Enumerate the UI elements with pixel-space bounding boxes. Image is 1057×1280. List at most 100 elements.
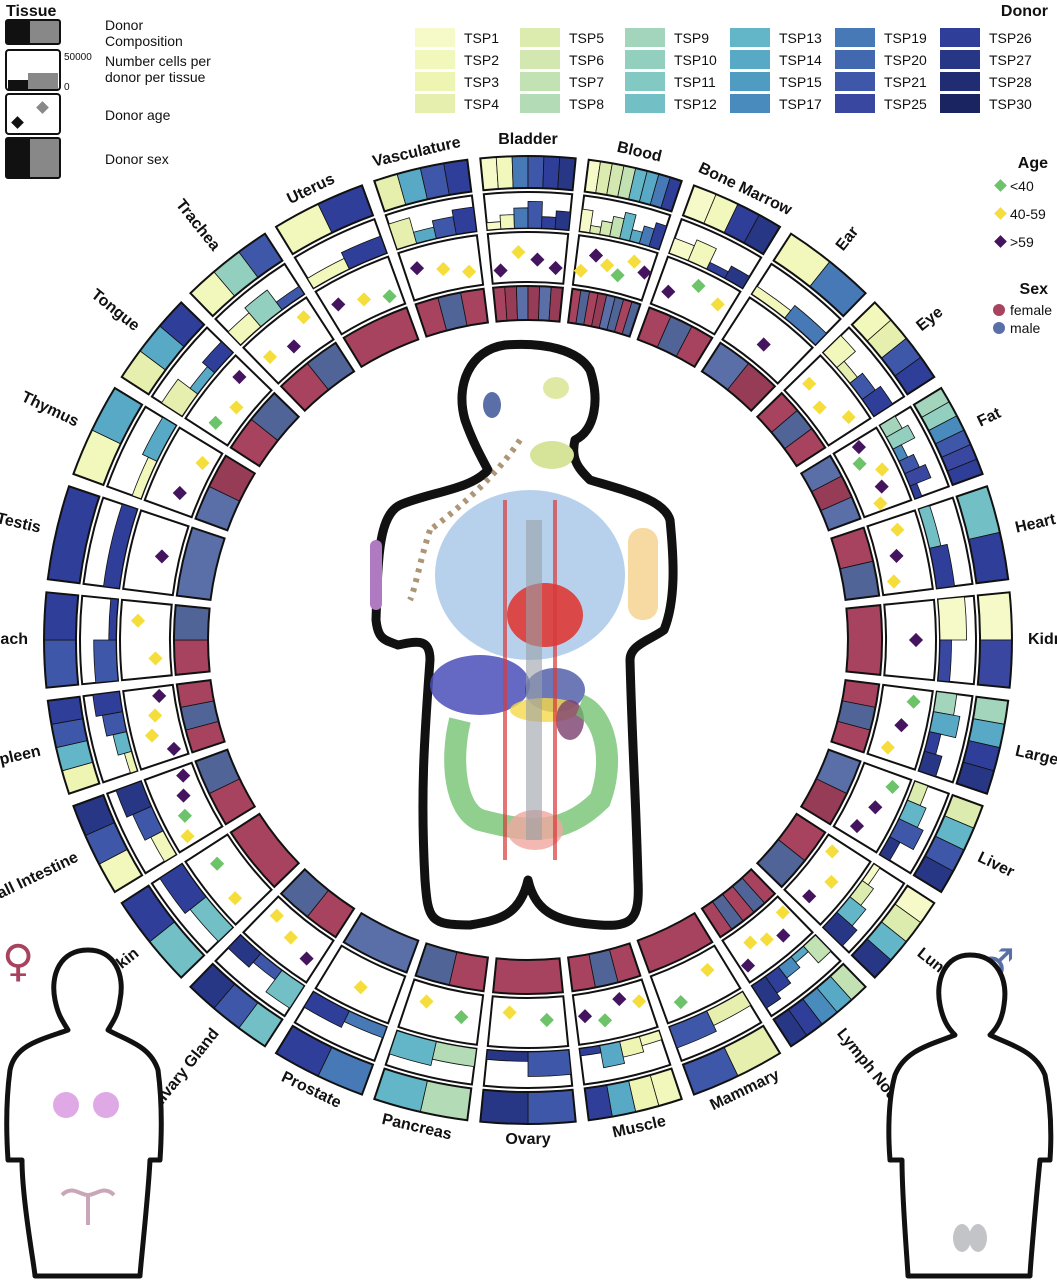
female-mammary-right <box>93 1092 119 1118</box>
age-marker <box>166 741 181 756</box>
age-marker <box>130 613 146 628</box>
age-frame <box>721 296 815 385</box>
age-marker <box>208 415 223 430</box>
donor-label-tsp27: TSP27 <box>989 52 1032 68</box>
tissue-stomach: Stomach <box>0 591 211 689</box>
composition-segment <box>542 155 561 190</box>
sex-frame <box>636 911 714 974</box>
tissue-bone-marrow: Bone Marrow <box>636 160 795 369</box>
composition-frame <box>479 155 577 192</box>
age-marker <box>812 400 827 415</box>
age-marker <box>873 496 888 511</box>
age-label-0: <40 <box>1010 178 1034 194</box>
age-marker <box>530 252 545 267</box>
donor-label-tsp5: TSP5 <box>569 30 604 46</box>
composition-frame <box>681 184 782 256</box>
age-marker <box>756 337 771 352</box>
donor-label-tsp30: TSP30 <box>989 96 1032 112</box>
donor-label-tsp1: TSP1 <box>464 30 499 46</box>
sex-frame <box>492 957 564 995</box>
female-outline <box>4 947 164 1279</box>
composition-frame <box>72 793 144 894</box>
tissue-label: Fat <box>975 404 1005 430</box>
age-frame <box>486 995 570 1049</box>
age-marker <box>851 440 866 455</box>
cell-count-bar <box>103 503 138 589</box>
sex-frame <box>566 287 642 338</box>
age-marker <box>269 908 284 923</box>
sex-segment <box>845 604 883 676</box>
tissue-skin: Skin <box>105 812 301 979</box>
donor-label-tsp20: TSP20 <box>884 52 927 68</box>
legend-cell-count-line2: donor per tissue <box>105 69 206 85</box>
tissue-label: Liver <box>975 849 1017 881</box>
age-marker-1 <box>994 207 1007 220</box>
donor-swatch-tsp26 <box>940 28 980 47</box>
donor-swatch-tsp28 <box>940 72 980 91</box>
age-marker <box>875 462 890 477</box>
sex-label-male: male <box>1010 320 1041 336</box>
sex-frame <box>229 812 301 889</box>
legend-scale-min: 0 <box>64 82 70 93</box>
sex-frame <box>845 604 883 676</box>
age-marker <box>148 651 163 666</box>
age-marker <box>356 292 372 307</box>
cell-count-bar <box>340 235 388 270</box>
donor-swatch-tsp30 <box>940 94 980 113</box>
sex-frame <box>700 867 777 939</box>
legend-composition-swatch <box>5 19 61 45</box>
cell-count-bar <box>861 385 894 417</box>
composition-frame <box>274 1024 375 1096</box>
age-marker <box>331 297 346 312</box>
donor-swatch-tsp5 <box>520 28 560 47</box>
sex-frame <box>799 454 862 532</box>
cell-count-bar <box>579 1045 602 1057</box>
donor-label-tsp2: TSP2 <box>464 52 499 68</box>
tissue-label: Heart <box>1014 511 1057 537</box>
age-marker <box>229 400 244 415</box>
donor-label-tsp12: TSP12 <box>674 96 717 112</box>
age-marker <box>462 264 477 279</box>
arm-muscle <box>628 528 658 620</box>
age-marker <box>511 245 526 260</box>
sex-frame <box>830 526 881 602</box>
female-symbol: ♀ <box>2 936 34 987</box>
donor-swatch-tsp13 <box>730 28 770 47</box>
donor-swatch-tsp19 <box>835 28 875 47</box>
donor-label-tsp25: TSP25 <box>884 96 927 112</box>
cell-count-bar <box>541 216 557 230</box>
composition-frame <box>976 591 1013 689</box>
cell-count-bar <box>388 1030 437 1066</box>
tissue-label: Muscle <box>611 1113 668 1142</box>
donor-swatch-tsp7 <box>520 72 560 91</box>
age-marker <box>502 1005 517 1020</box>
donor-swatch-tsp1 <box>415 28 455 47</box>
age-marker <box>802 889 817 904</box>
age-marker <box>144 728 160 743</box>
age-marker <box>906 694 921 709</box>
age-marker <box>436 261 451 277</box>
cell-count-bar <box>141 416 177 462</box>
composition-segment <box>527 1089 577 1125</box>
cell-count-bar <box>724 265 751 289</box>
sex-frame <box>342 911 420 974</box>
tissue-prostate: Prostate <box>274 911 420 1112</box>
sex-frame <box>175 678 226 754</box>
tissue-label: Ovary <box>505 1131 550 1148</box>
age-marker <box>548 260 563 276</box>
age-marker <box>610 268 625 283</box>
donor-label-tsp10: TSP10 <box>674 52 717 68</box>
legend-sex-swatch <box>5 137 61 179</box>
sex-frame <box>830 678 881 754</box>
cell-count-bar <box>227 934 262 968</box>
age-marker <box>600 258 615 273</box>
cell-count-bar <box>159 863 207 915</box>
age-marker <box>710 297 725 312</box>
tissue-trachea: Trachea <box>172 196 356 413</box>
age-marker <box>776 928 791 943</box>
age-label-2: >59 <box>1010 234 1034 250</box>
age-marker <box>885 779 900 794</box>
